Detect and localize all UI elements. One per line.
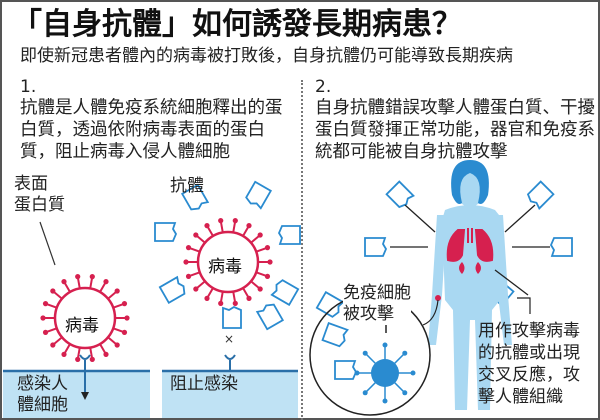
antibody-icon: [334, 360, 358, 380]
spike-tip: [50, 342, 56, 348]
spike-tip: [121, 301, 128, 307]
immune-cell: [354, 342, 416, 404]
spike-tip: [185, 245, 192, 251]
infect-label: 感染人體細胞: [17, 374, 68, 415]
antibody-icon: [270, 279, 300, 307]
antibody-icon: [154, 222, 178, 242]
spike-tip: [42, 329, 49, 335]
subtitle: 即使新冠患者體內的病毒被打敗後，自身抗體仍可能導致長期疾病: [20, 46, 513, 66]
spike-tip: [246, 223, 252, 229]
host-cell-2: [162, 371, 298, 418]
receptor-tip: [362, 390, 368, 396]
spike-tip: [193, 286, 199, 292]
antibody-icon: [385, 180, 415, 209]
antibody-icon: [222, 305, 242, 329]
kidneys: [459, 262, 481, 274]
spike-tip: [257, 286, 263, 292]
spike-tip: [204, 223, 210, 229]
spike-tip: [193, 232, 199, 238]
receptor-tip: [382, 398, 388, 404]
spike-tip: [40, 315, 46, 321]
spike-tip: [232, 218, 238, 224]
receptor-tip: [410, 370, 416, 376]
antibody-icon: [245, 180, 273, 210]
spike-tip: [218, 218, 224, 224]
hair: [451, 160, 489, 204]
spike-tip: [124, 315, 130, 321]
antibody-icon: [255, 303, 285, 331]
cross-reaction-label: 用作攻擊病毒的抗體或出現交叉反應，攻擊人體組織: [478, 321, 580, 407]
spike-tip: [264, 273, 271, 279]
spike-tip: [121, 329, 128, 335]
spike-tip: [204, 295, 210, 301]
divider: [301, 80, 303, 420]
antibody-icon: [526, 180, 555, 210]
virus2-label: 病毒: [208, 257, 242, 277]
spike-tip: [114, 342, 120, 348]
spike-tip: [75, 356, 81, 362]
spike-tip: [42, 301, 49, 307]
spike-tip: [267, 259, 273, 265]
spike-tip: [50, 288, 56, 294]
spike-tip: [218, 300, 224, 306]
antibody-icon: [321, 321, 349, 348]
antibody-icon: [277, 225, 301, 245]
receptor-tip: [354, 370, 360, 376]
spike-tip: [257, 232, 263, 238]
block-infection-label: 阻止感染: [170, 374, 238, 394]
receptor-tip: [402, 350, 408, 356]
spike-tip: [185, 273, 192, 279]
spike-tip: [232, 300, 238, 306]
antibody-icon: [364, 237, 388, 257]
virus-2: [183, 218, 273, 306]
panel2-number: 2.: [315, 77, 332, 97]
spike-tip: [103, 351, 109, 357]
attack-arrows: [390, 204, 550, 296]
spike-tip: [114, 288, 120, 294]
lungs: [446, 228, 494, 262]
page-title: 「自身抗體」如何誘發長期病患？: [12, 7, 462, 42]
spike-tip: [103, 279, 109, 285]
spike-tip: [89, 274, 95, 280]
antibody-icon: [315, 290, 345, 318]
spike-tip: [183, 259, 189, 265]
spike-tip: [75, 274, 81, 280]
receptor-tip: [402, 390, 408, 396]
antibody-icon: [549, 237, 573, 257]
spike-tip: [246, 295, 252, 301]
spike-tip: [264, 245, 271, 251]
spike-tip: [89, 356, 95, 362]
immune-attacked-label: 免疫細胞被攻擊: [343, 283, 411, 325]
antibodies: [154, 180, 573, 380]
antibody-icon: [180, 183, 210, 211]
antibody-label: 抗體: [170, 176, 204, 196]
antibody-icon: [158, 275, 186, 305]
virus-label: 病毒: [65, 316, 99, 336]
spike-tip: [61, 351, 67, 357]
host-cell-1: [3, 371, 150, 418]
receptor-tip: [382, 342, 388, 348]
spike-tip: [61, 279, 67, 285]
receptor-tip: [362, 350, 368, 356]
panel2-text: 自身抗體錯誤攻擊人體蛋白質、干擾蛋白質發揮正常功能，器官和免疫系統都可能被自身抗…: [315, 98, 595, 162]
panel1-text: 抗體是人體免疫系統細胞釋出的蛋白質，透過依附病毒表面的蛋白質，阻止病毒入侵人體細…: [20, 98, 283, 162]
virus-1: [40, 274, 130, 362]
svg-text:×: ×: [224, 332, 234, 346]
panel1-number: 1.: [20, 77, 37, 97]
human-body: [428, 160, 512, 410]
surface-protein-label: 表面蛋白質: [14, 174, 65, 215]
